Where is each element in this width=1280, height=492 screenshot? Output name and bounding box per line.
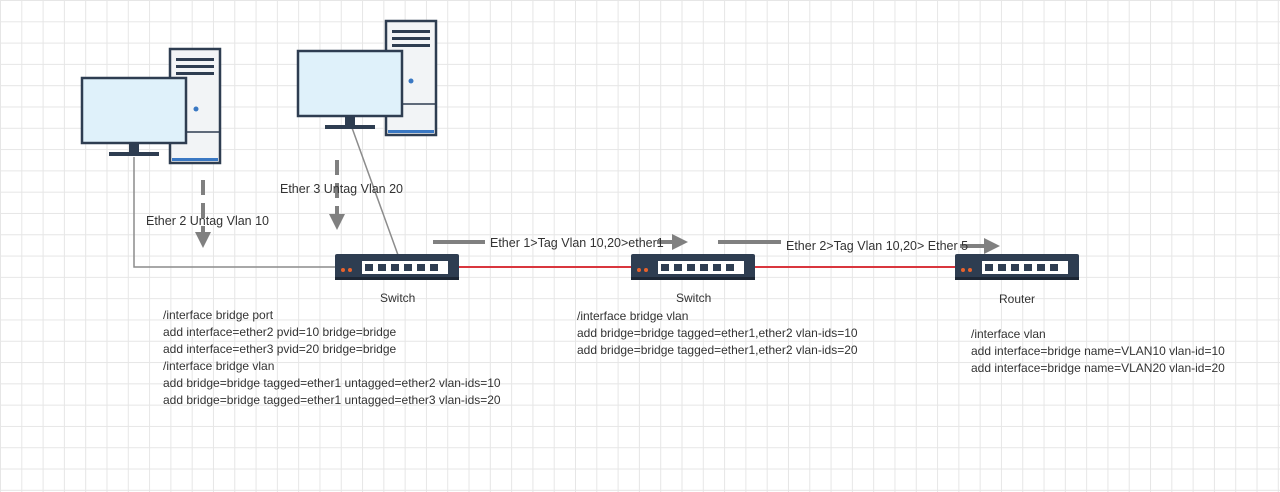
config-line: /interface bridge vlan xyxy=(577,309,689,323)
config-line: add bridge=bridge tagged=ether1,ether2 v… xyxy=(577,343,858,357)
switch1-icon xyxy=(335,254,459,280)
config-line: add bridge=bridge tagged=ether1 untagged… xyxy=(163,376,501,390)
router-config: /interface vlan add interface=bridge nam… xyxy=(971,326,1225,377)
switch2-icon xyxy=(631,254,755,280)
trunk1-label: Ether 1>Tag Vlan 10,20>ether1 xyxy=(490,236,664,250)
config-line: /interface bridge port xyxy=(163,308,274,322)
config-line: add interface=bridge name=VLAN10 vlan-id… xyxy=(971,344,1225,358)
switch2-config: /interface bridge vlan add bridge=bridge… xyxy=(577,308,858,359)
pc2-monitor xyxy=(296,49,404,129)
config-line: add interface=ether2 pvid=10 bridge=brid… xyxy=(163,325,397,339)
router-label: Router xyxy=(999,292,1036,306)
pc1-link-label: Ether 2 Untag Vlan 10 xyxy=(146,214,269,228)
config-line: add interface=ether3 pvid=20 bridge=brid… xyxy=(163,342,397,356)
config-line: add bridge=bridge tagged=ether1 untagged… xyxy=(163,393,501,407)
switch1-config: /interface bridge port add interface=eth… xyxy=(163,307,501,409)
trunk2-label: Ether 2>Tag Vlan 10,20> Ether 5 xyxy=(786,239,969,253)
switch2-label: Switch xyxy=(676,291,712,305)
pc1-monitor xyxy=(80,76,188,156)
pc1-tower xyxy=(168,47,222,165)
router-icon xyxy=(955,254,1079,280)
config-line: add bridge=bridge tagged=ether1,ether2 v… xyxy=(577,326,858,340)
cable-pc2-switch1 xyxy=(350,124,399,256)
config-line: add interface=bridge name=VLAN20 vlan-id… xyxy=(971,361,1225,375)
config-line: /interface bridge vlan xyxy=(163,359,275,373)
pc2-link-label: Ether 3 Untag Vlan 20 xyxy=(280,182,403,196)
config-line: /interface vlan xyxy=(971,327,1046,341)
switch1-label: Switch xyxy=(380,291,416,305)
cable-pc1-switch1 xyxy=(133,157,336,268)
